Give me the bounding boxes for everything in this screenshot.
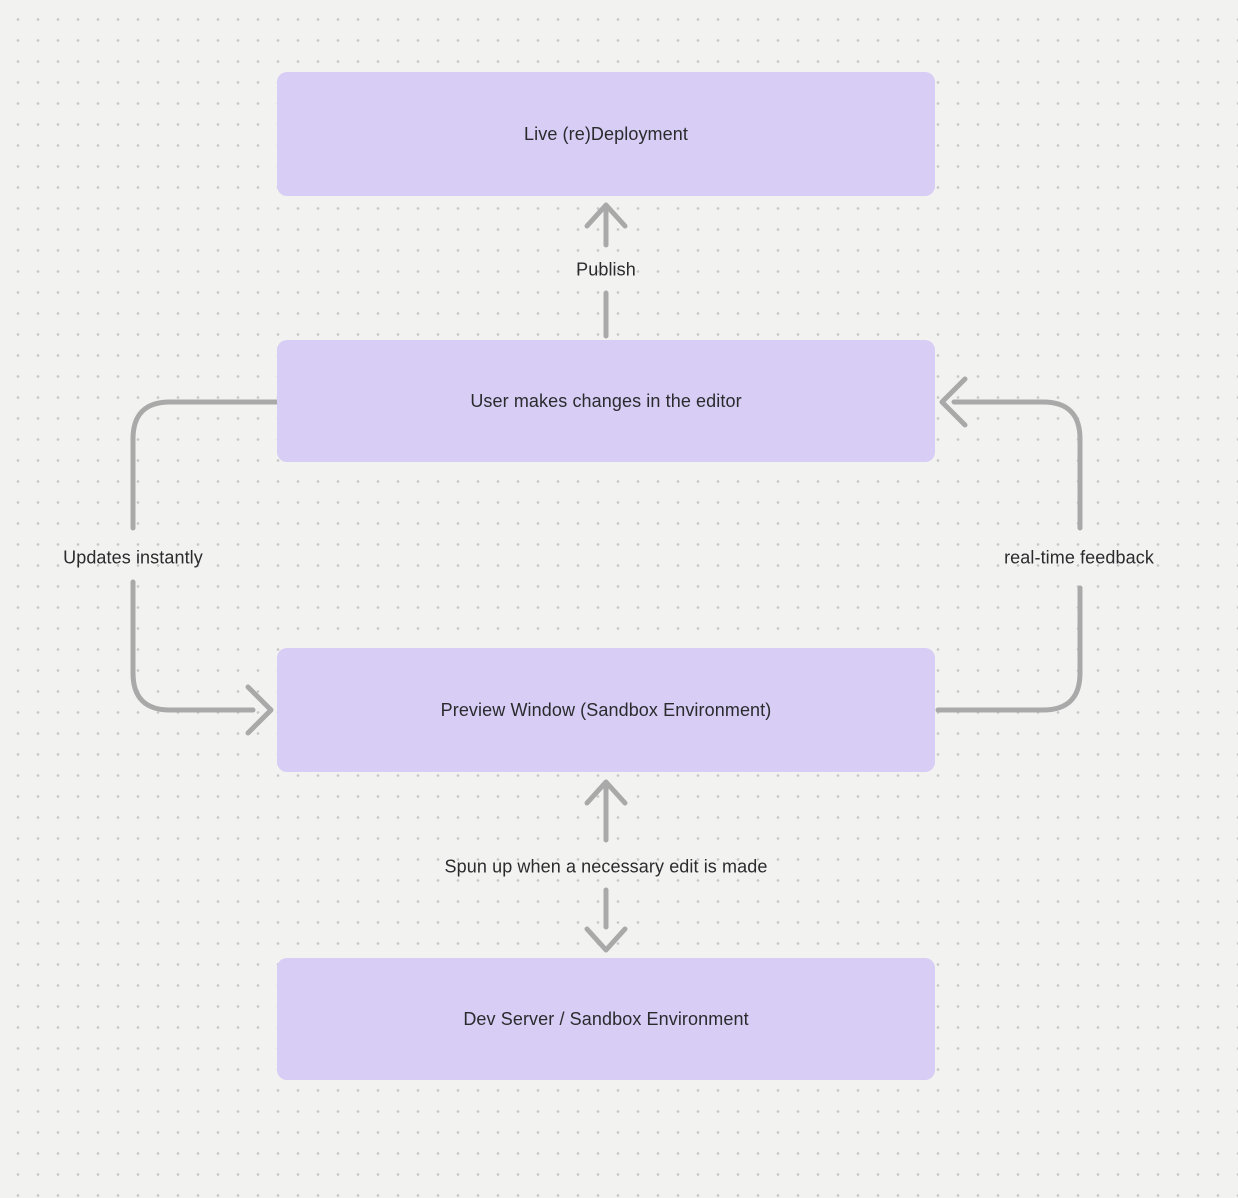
publish-arrowhead-up-icon [584,202,628,229]
real-time-feedback-arrowhead-left-icon [939,376,968,428]
spun-up-arrowhead-up-icon [584,779,628,806]
edge-label-spun-up: Spun up when a necessary edit is made [444,856,768,877]
node-user-editor-label: User makes changes in the editor [470,390,742,411]
node-dev-server: Dev Server / Sandbox Environment [277,958,935,1080]
edge-label-real-time-feedback: real-time feedback [1004,547,1154,568]
spun-up-arrowhead-down-icon [584,926,628,953]
node-dev-server-label: Dev Server / Sandbox Environment [463,1008,749,1029]
updates-instantly-connector-lower [130,579,256,713]
node-live-deployment: Live (re)Deployment [277,72,935,196]
edge-label-updates-instantly: Updates instantly [63,547,203,568]
real-time-feedback-connector-upper [951,399,1083,531]
node-preview-window: Preview Window (Sandbox Environment) [277,648,935,772]
updates-instantly-connector-upper [130,399,280,531]
node-user-editor: User makes changes in the editor [277,340,935,462]
node-preview-window-label: Preview Window (Sandbox Environment) [440,699,772,720]
real-time-feedback-connector-lower [935,585,1083,713]
edge-label-publish: Publish [576,259,636,280]
updates-instantly-arrowhead-right-icon [245,684,274,736]
node-live-deployment-label: Live (re)Deployment [524,123,688,144]
